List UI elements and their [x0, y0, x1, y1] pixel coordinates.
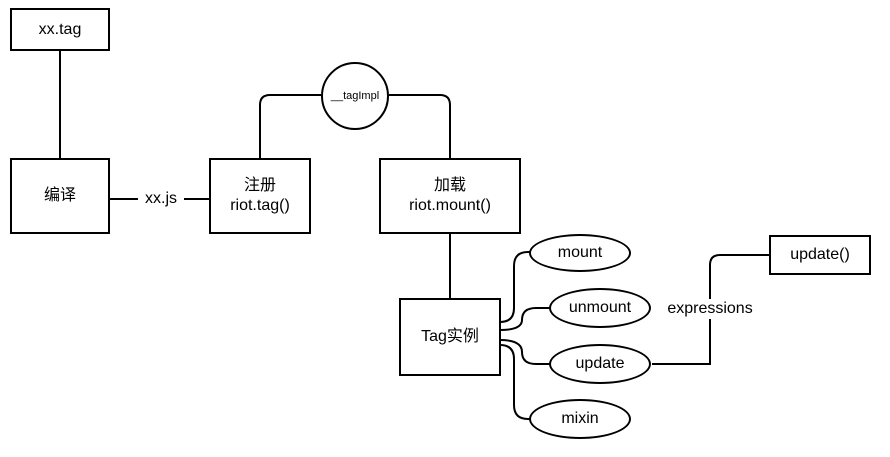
- update-call-label: update(): [790, 246, 850, 263]
- method-unmount: unmount: [549, 288, 651, 328]
- method-mount: mount: [529, 234, 631, 272]
- branch-to-mount: [499, 251, 530, 323]
- load-title: 加载: [433, 177, 466, 194]
- edge-update-to-updatecall: [652, 254, 770, 365]
- compile-label: 编译: [43, 187, 76, 204]
- method-mount-label: mount: [557, 244, 603, 261]
- expressions-label: expressions: [658, 299, 762, 319]
- method-unmount-label: unmount: [568, 299, 632, 316]
- register-title: 注册: [243, 177, 276, 194]
- tag-impl-label: __tagImpl: [330, 90, 380, 102]
- update-call-box: update(): [769, 235, 871, 275]
- method-update-label: update: [575, 355, 625, 372]
- branch-to-mixin: [499, 344, 530, 420]
- load-call: riot.mount(): [409, 197, 491, 214]
- xx-tag-box: xx.tag: [10, 8, 110, 51]
- xx-tag-label: xx.tag: [38, 20, 82, 38]
- tag-impl-circle: __tagImpl: [321, 62, 389, 130]
- branch-to-update: [499, 339, 552, 365]
- edge-register-to-tagimpl: [259, 94, 321, 158]
- tag-instance-box: Tag实例: [399, 298, 501, 376]
- load-box: 加载 riot.mount(): [379, 158, 521, 234]
- method-mixin: mixin: [529, 399, 631, 439]
- edge-tagimpl-to-load: [389, 94, 451, 158]
- register-box: 注册 riot.tag(): [209, 158, 311, 234]
- method-mixin-label: mixin: [561, 410, 599, 427]
- xx-js-label: xx.js: [138, 189, 184, 209]
- branch-to-unmount: [499, 307, 552, 331]
- tag-instance-label: Tag实例: [421, 328, 479, 345]
- register-call: riot.tag(): [230, 197, 290, 214]
- compile-box: 编译: [10, 158, 110, 234]
- method-update: update: [549, 344, 651, 384]
